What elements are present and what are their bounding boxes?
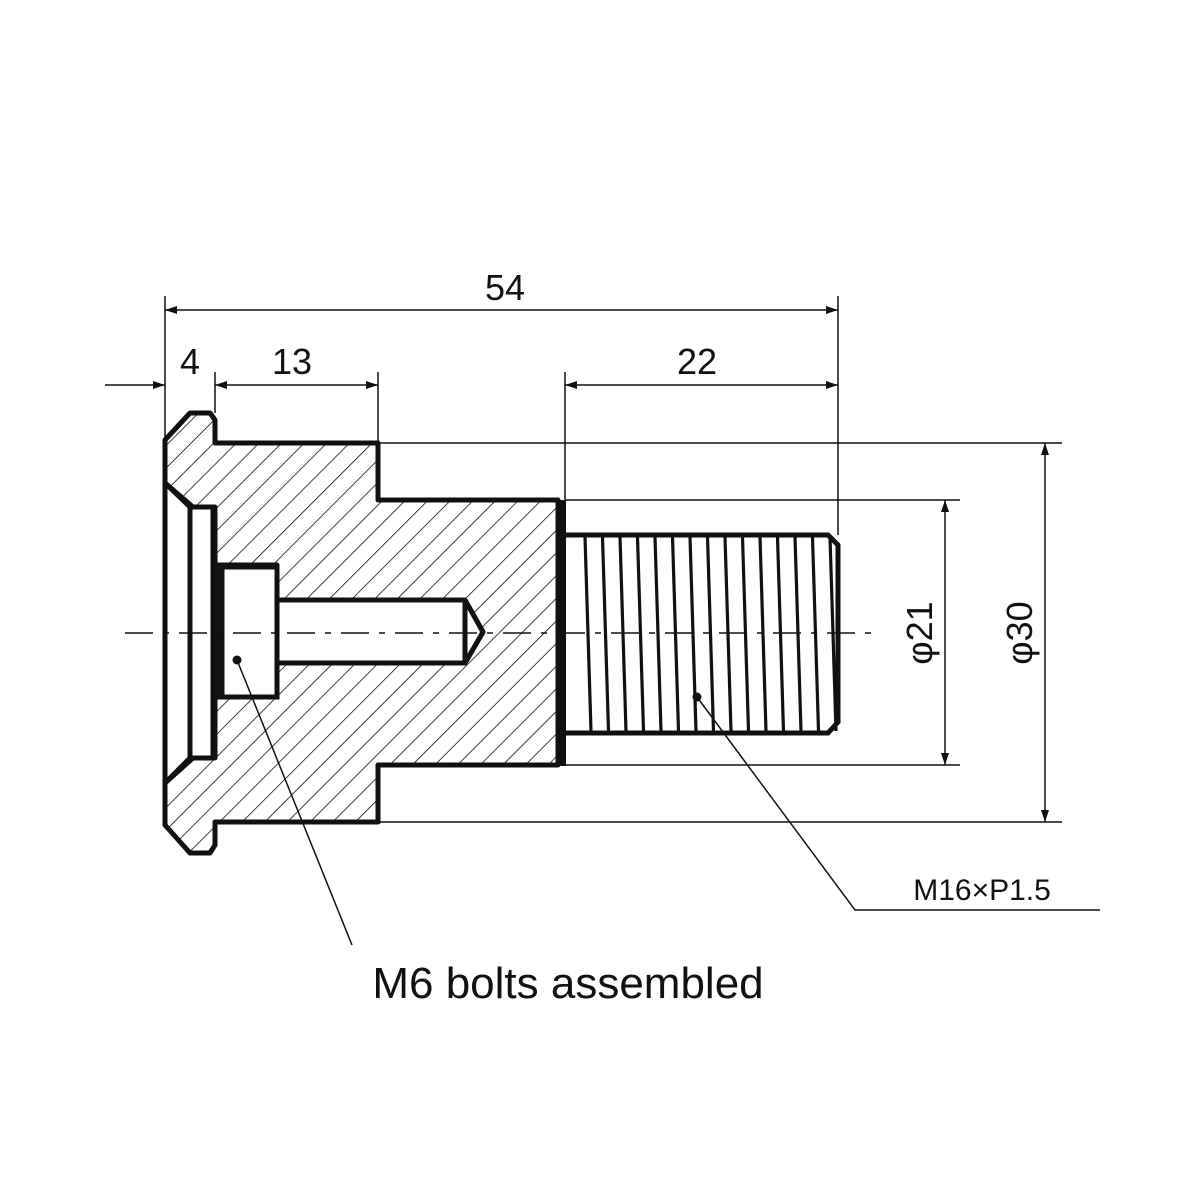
thread-line [828, 536, 838, 732]
dim-body-diameter: φ30 [999, 601, 1040, 664]
thread-line [723, 536, 733, 732]
thread-line [775, 536, 786, 732]
extension-lines [164, 296, 1062, 823]
seat-bar [214, 563, 222, 699]
thread-line [670, 536, 681, 732]
dimension-lines [105, 306, 1049, 822]
thread-line [583, 536, 593, 732]
thread-line [810, 536, 821, 732]
thread-line [758, 536, 768, 732]
dim-overall-length: 54 [485, 267, 525, 308]
thread-line [618, 536, 628, 732]
dim-thread-diameter: φ21 [899, 601, 940, 664]
leader-dot-bolt [232, 655, 242, 665]
thread-line [653, 536, 663, 732]
leader-dot-thread [692, 692, 702, 702]
dim-flange-thickness: 4 [180, 341, 200, 382]
thread-line [705, 536, 716, 732]
thread [566, 532, 841, 736]
thread-line [688, 536, 698, 732]
thread-line [600, 536, 611, 732]
thread-line [740, 536, 751, 732]
thread-line [793, 536, 803, 732]
thread-line [635, 536, 646, 732]
bolt-note-label: M6 bolts assembled [372, 959, 763, 1008]
leaders [236, 659, 1100, 946]
dim-thread-length: 22 [677, 341, 717, 382]
dim-body-length: 13 [272, 341, 312, 382]
thread-spec-label: M16×P1.5 [913, 874, 1051, 907]
